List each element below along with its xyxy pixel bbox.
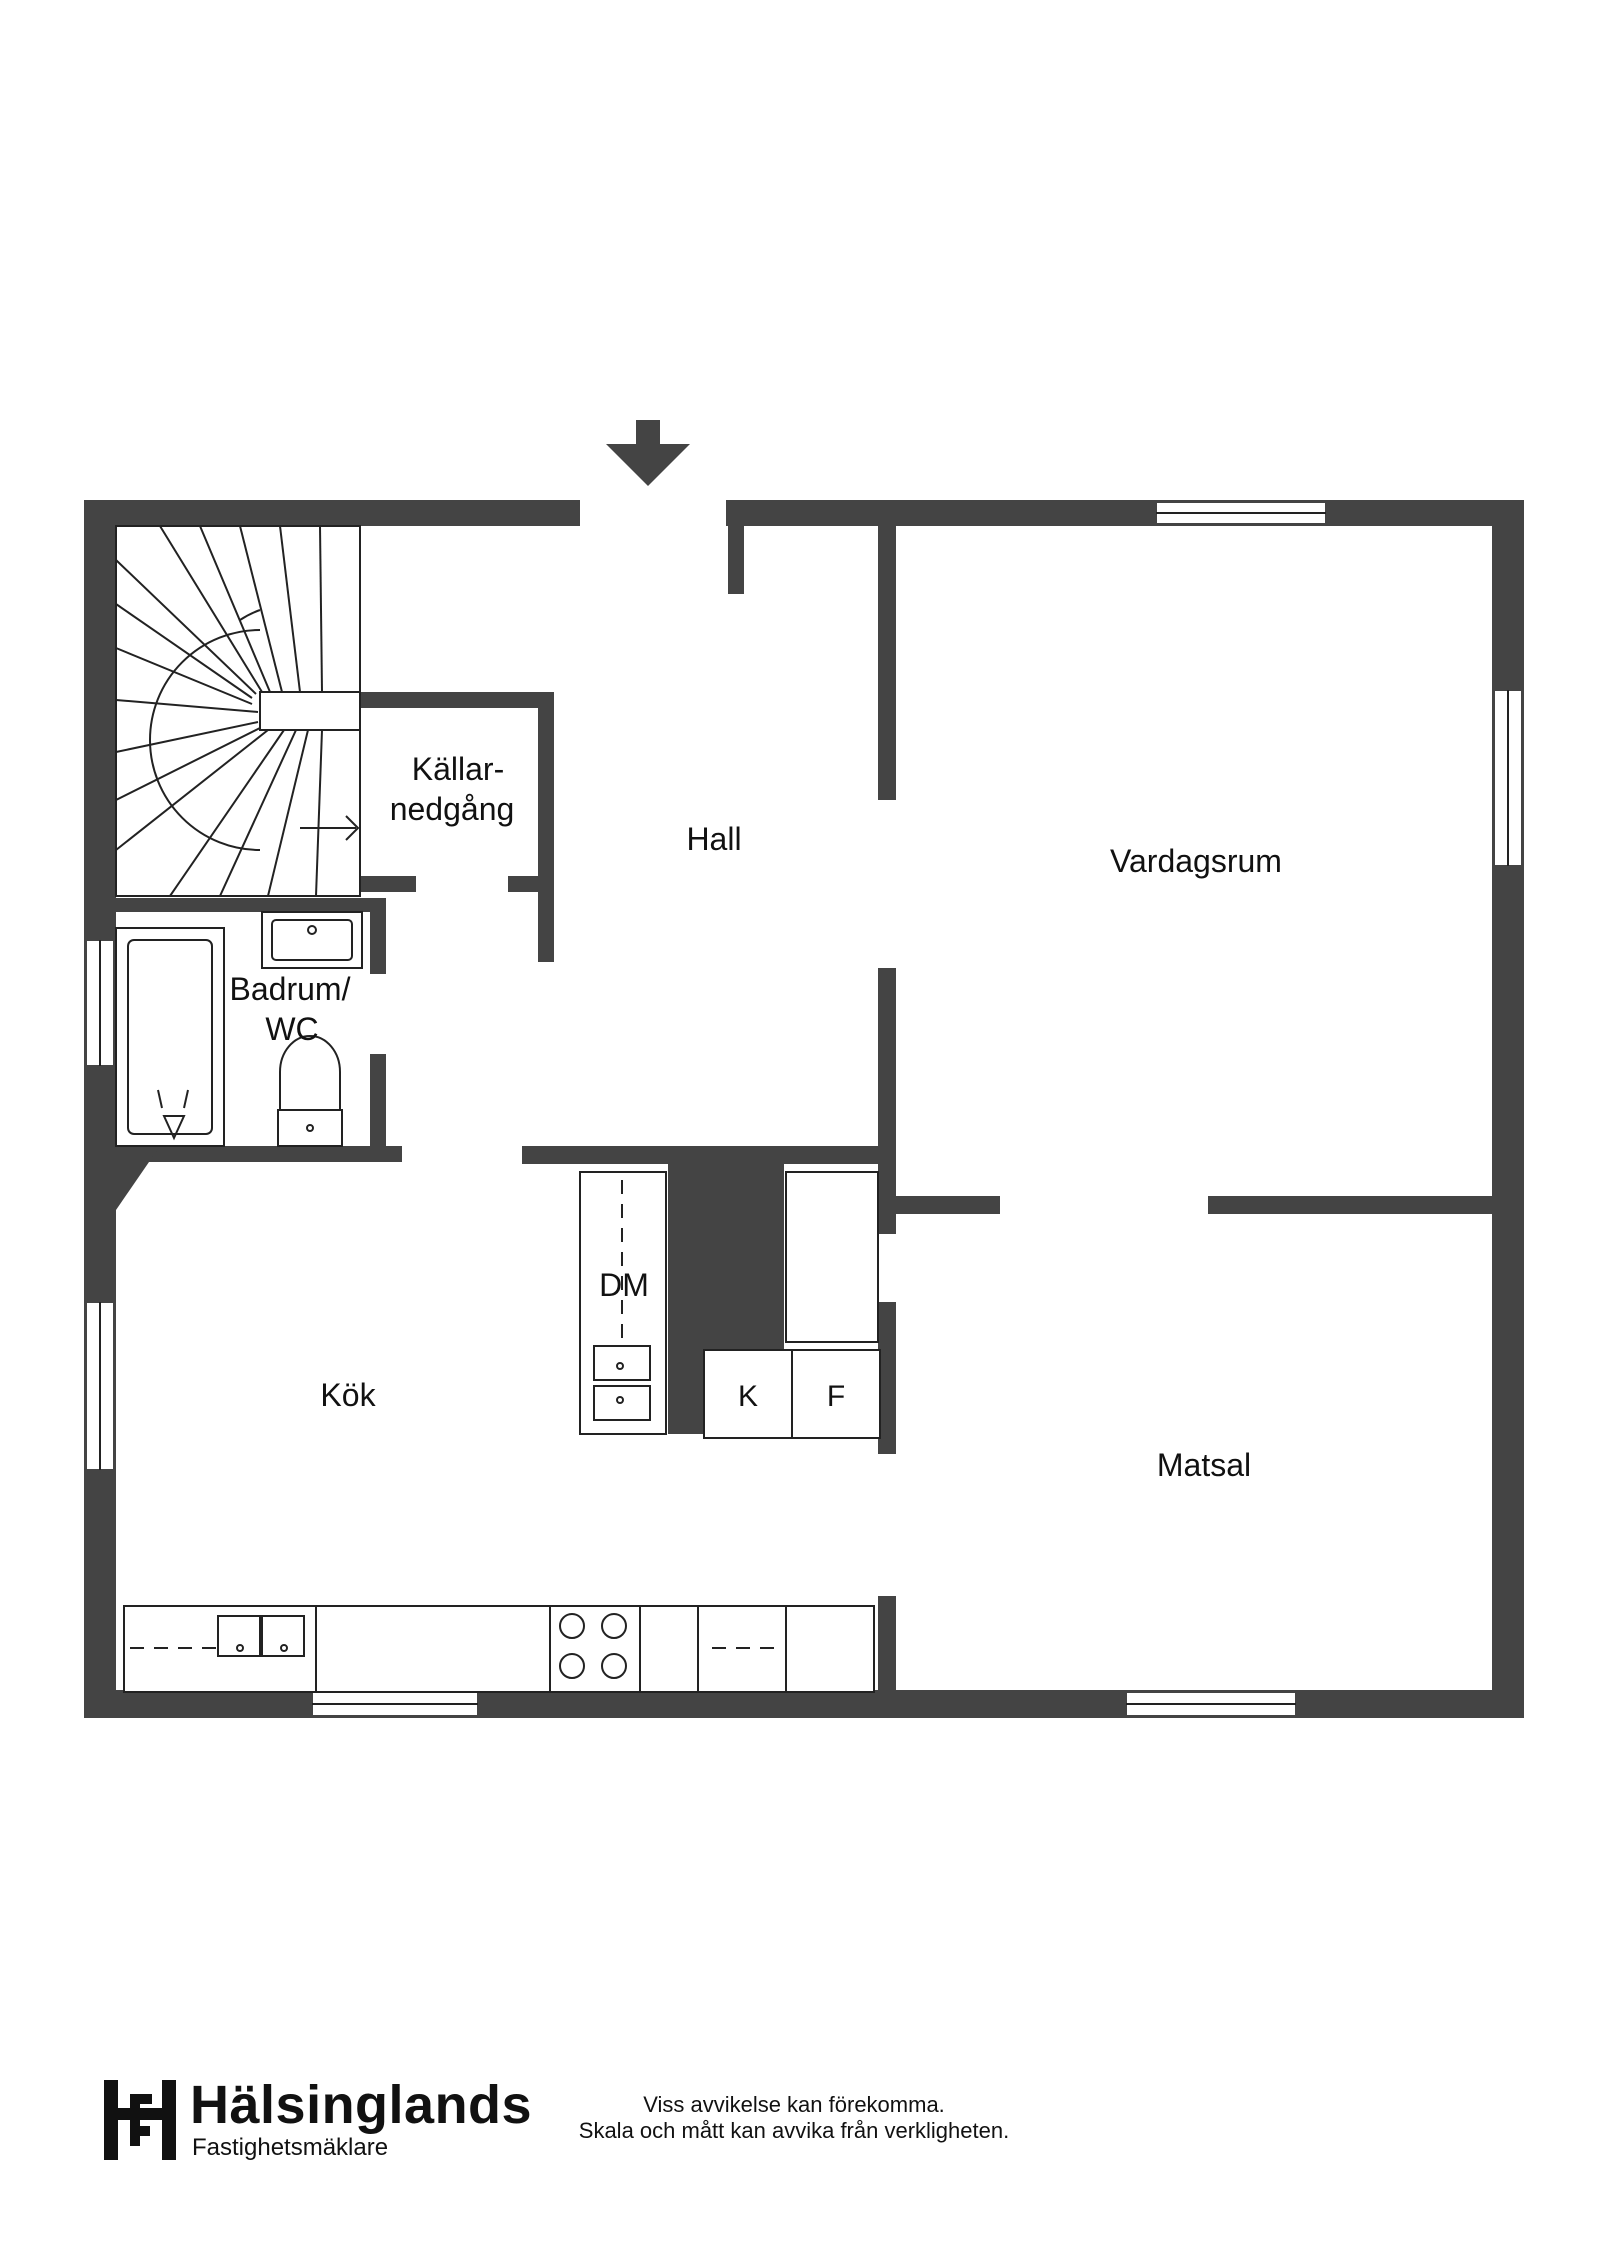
room-label-badrum-1: Badrum/ [230, 971, 351, 1007]
disclaimer-line-2: Skala och mått kan avvika från verklighe… [578, 2118, 1010, 2143]
room-label-hall: Hall [686, 821, 741, 857]
bathroom-fixtures [115, 911, 363, 1147]
room-label-matsal: Matsal [1157, 1447, 1251, 1483]
appliance-label-k: K [738, 1380, 758, 1413]
room-label-kallar-1: Källar- [412, 751, 504, 787]
disclaimer: Viss avvikelse kan förekomma. Skala och … [544, 2092, 1044, 2144]
entrance-arrow-icon [606, 420, 690, 486]
brand-name: Hälsinglands [190, 2075, 533, 2135]
footer: Hälsinglands Fastighetsmäklare Viss avvi… [104, 2075, 1104, 2190]
kitchen-island [579, 1171, 881, 1439]
windows [85, 501, 1523, 1717]
room-label-badrum-2: WC [265, 1011, 318, 1047]
appliance-label-f: F [827, 1380, 845, 1413]
room-label-vardagsrum: Vardagsrum [1110, 843, 1282, 879]
brand-subtitle: Fastighetsmäklare [192, 2134, 389, 2161]
kitchen-counter [123, 1605, 875, 1693]
room-label-dm: DM [599, 1267, 649, 1303]
room-label-kallar-2: nedgång [390, 791, 515, 827]
staircase [115, 525, 361, 897]
room-label-kok: Kök [320, 1377, 376, 1413]
halsinglands-logo-icon [104, 2080, 176, 2160]
disclaimer-line-1: Viss avvikelse kan förekomma. [643, 2092, 945, 2117]
